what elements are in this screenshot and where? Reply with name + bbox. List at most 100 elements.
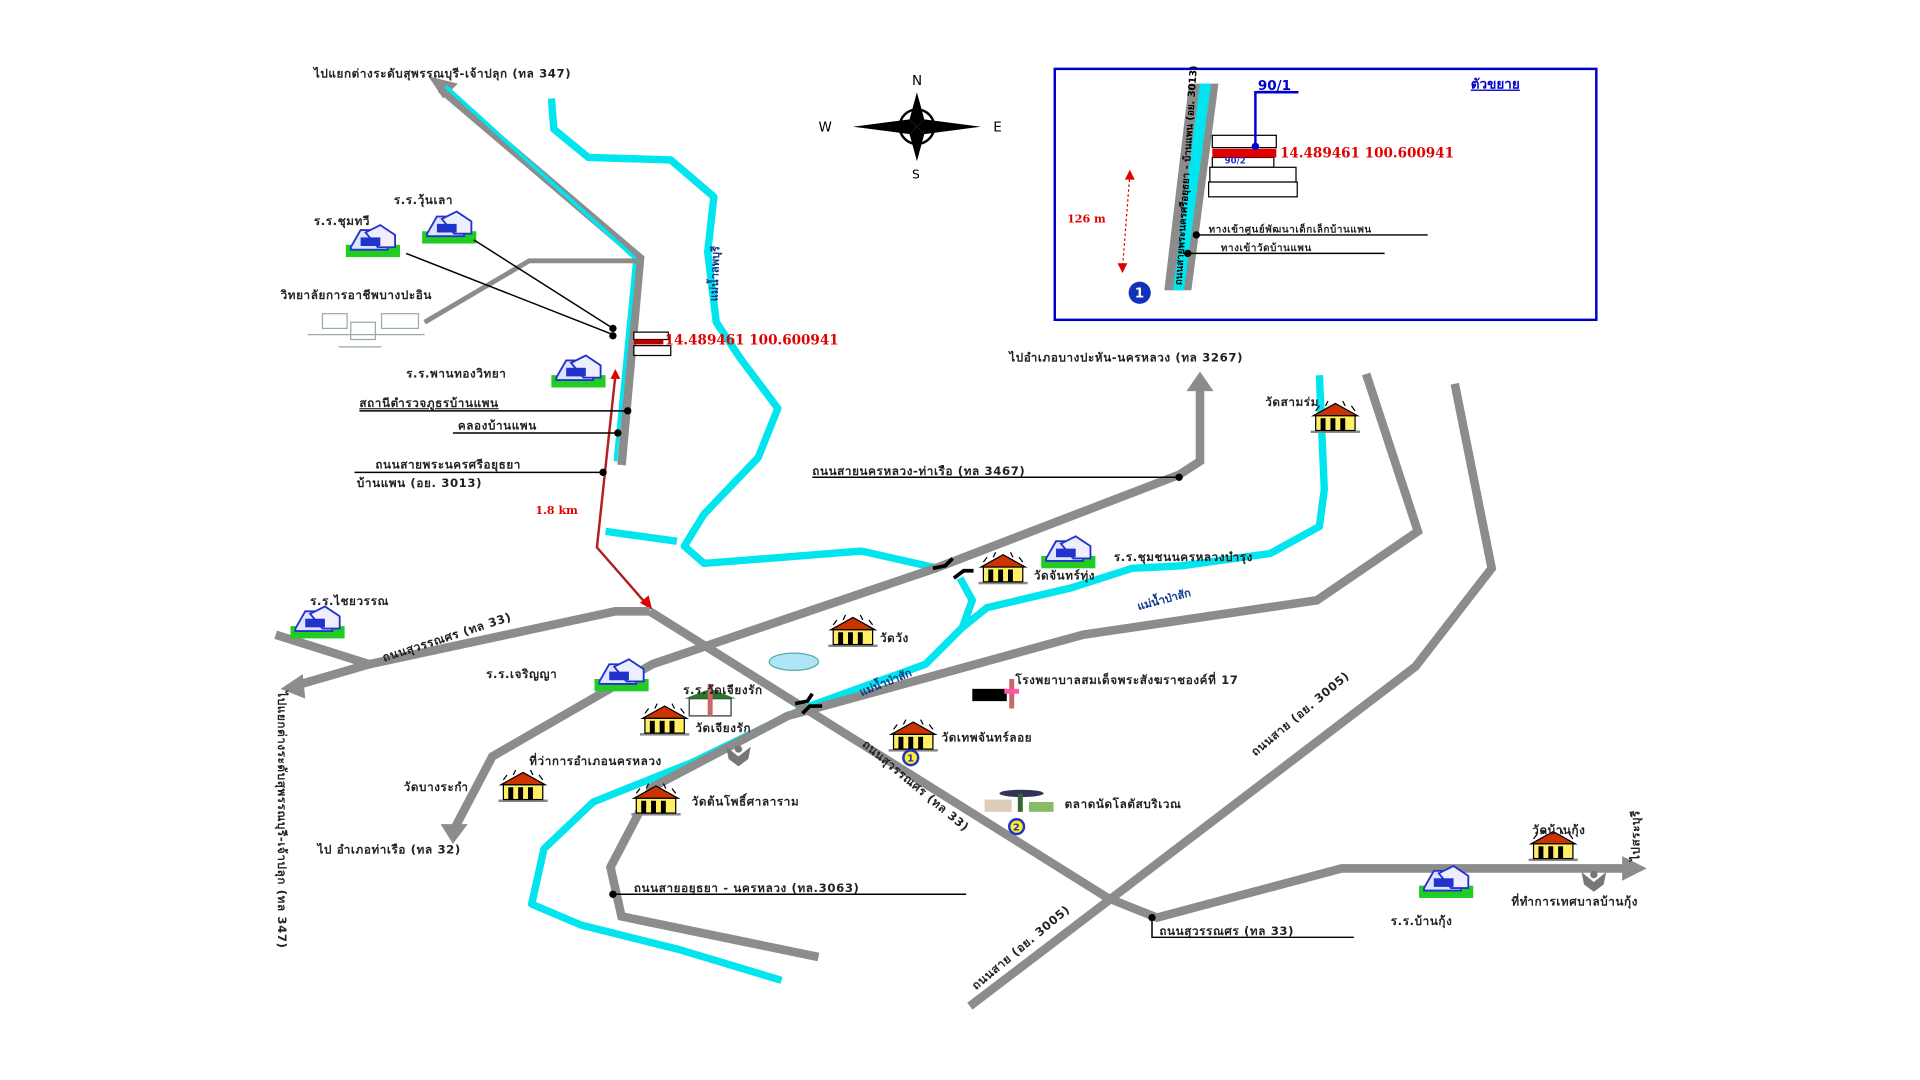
- label-police-station: สถานีตำรวจภูธรบ้านแพน: [359, 396, 498, 411]
- label-office-bankung: ที่ทำการเทศบาลบ้านกุ้ง: [1511, 892, 1638, 909]
- compass-north: N: [912, 73, 922, 89]
- label-to-route-32: ไป อำเภอท่าเรือ (ทล 32): [316, 842, 461, 857]
- school-icon: [289, 605, 346, 640]
- temple-icon: [977, 551, 1029, 585]
- label-road-3005-a: ถนนสาย (อย. 3005): [1248, 669, 1352, 759]
- label-road-33-south: ถนนสุวรรณศร (ทล 33): [1159, 924, 1294, 939]
- label-temple-wang: วัดวัง: [880, 631, 909, 645]
- label-temple-bankung: วัดบ้านกุ้ง: [1532, 823, 1585, 838]
- temple-icon: [497, 769, 549, 803]
- road-3005: [967, 382, 1497, 1010]
- pond-icon: [768, 652, 820, 672]
- label-school-chaiwan: ร.ร.ไชยวรรณ: [310, 593, 389, 608]
- inset-marker-number: 1: [1135, 286, 1144, 302]
- label-to-route-347-north: ไปแยกต่างระดับสุพรรณบุรี-เจ้าปลุก (ทล 34…: [312, 65, 571, 81]
- label-road-3005-b: ถนนสาย (อย. 3005): [969, 902, 1073, 992]
- label-temple-chan: วัดจันทร์ทุ่ง: [1034, 568, 1095, 583]
- road-west-branch: [274, 630, 371, 669]
- school-icon: [593, 658, 650, 693]
- label-coordinates: 14.489461 100.600941: [665, 332, 839, 348]
- road-arrow-south-west: [440, 824, 468, 844]
- house-number-leader: [1254, 91, 1299, 146]
- inset-house-number-2: 90/2: [1225, 157, 1246, 167]
- map-labels: ไปแยกต่างระดับสุพรรณบุรี-เจ้าปลุก (ทล 34…: [274, 65, 1643, 992]
- label-school-charoen: ร.ร.เจริญญา: [486, 667, 557, 681]
- inset-marker: [1128, 281, 1151, 304]
- inset-coordinates: 14.489461 100.600941: [1280, 145, 1454, 161]
- label-to-route-347-west: ไปแยกต่างระดับสุพรรณบุรี-เจ้าปลุก (ทล 34…: [274, 689, 290, 948]
- inset-distance: 126 m: [1067, 213, 1106, 226]
- marker-2-icon: [1008, 817, 1026, 836]
- college-building-icon: [307, 313, 425, 348]
- label-school-wat: ร.ร.วัดเจียงรัก: [683, 683, 763, 697]
- label-canal-junction: คลองบ้านแพน: [458, 418, 537, 432]
- target-building: [1212, 148, 1277, 158]
- inset-map: ตัวขยาย ถนนสายพระนครศรีอยุธยา - บ้านแพน …: [1053, 65, 1598, 322]
- temple-icon: [887, 718, 939, 753]
- inset-label-1: ทางเข้าศูนย์พัฒนาเด็กเล็กบ้านแพน: [1209, 222, 1372, 236]
- label-road-3013-line2: บ้านแพน (อย. 3013): [357, 476, 482, 490]
- label-school-2: ร.ร.วุ้นเลา: [394, 193, 453, 208]
- compass-east: E: [993, 120, 1002, 136]
- label-hospital: โรงพยาบาลสมเด็จพระสังฆราชองค์ที่ 17: [1014, 671, 1238, 687]
- river-link: [605, 527, 678, 545]
- garuda-emblem-icon: [1581, 870, 1607, 892]
- label-distance: 1.8 km: [535, 504, 578, 517]
- compass-south: S: [912, 167, 920, 181]
- inset-buildings: [1208, 134, 1298, 198]
- rivers: [528, 98, 1328, 984]
- label-temple-south: วัดต้นโพธิ์ศาลาราม: [692, 793, 800, 809]
- inset-house-number: 90/1: [1258, 78, 1291, 94]
- compass-west: W: [818, 120, 831, 136]
- school-icon: [550, 354, 607, 389]
- label-river-pasak-2: แม่น้ำป่าสัก: [857, 664, 914, 699]
- hospital-icon: [972, 678, 1020, 709]
- label-school-1: ร.ร.ชุมทวี: [314, 214, 370, 229]
- label-college: วิทยาลัยการอาชีพบางปะอิน: [280, 288, 432, 302]
- road-3063: [605, 372, 1423, 962]
- temple-icon: [630, 782, 682, 817]
- road-arrow-north: [428, 76, 458, 99]
- road-33-se: [647, 607, 1631, 923]
- label-temple-bangrakam: วัดบางระกำ: [404, 780, 469, 794]
- river-north: [547, 98, 939, 572]
- label-school-bankung: ร.ร.บ้านกุ้ง: [1391, 914, 1453, 929]
- label-road-3013-line1: ถนนสายพระนครศรีอยุธยา: [375, 458, 521, 473]
- label-district-office: ที่ว่าการอำเภอนครหลวง: [529, 752, 662, 768]
- label-school-4: ร.ร.พานทองวิทยา: [406, 367, 506, 381]
- label-to-route-3267: ไปอำเภอบางปะหัน-นครหลวง (ทล 3267): [1007, 350, 1243, 365]
- label-road-3467: ถนนสายนครหลวง-ท่าเรือ (ทล 3467): [812, 464, 1025, 478]
- market-icon: [984, 789, 1054, 812]
- compass: N E S W: [818, 73, 1001, 181]
- route-arrow: [640, 595, 653, 611]
- inset-title: ตัวขยาย: [1471, 77, 1520, 93]
- label-temple-chiang: วัดเจียงรัก: [695, 721, 751, 735]
- bridge-icon: [794, 557, 974, 715]
- school-icon: [421, 210, 478, 245]
- inset-label-2: ทางเข้าวัดบ้านแพน: [1221, 242, 1312, 254]
- marker-2-number: 2: [1013, 822, 1020, 833]
- school-icon: [1040, 535, 1097, 570]
- road-arrow-west: [280, 674, 306, 699]
- label-school-community: ร.ร.ชุมชนนครหลวงบำรุง: [1114, 550, 1253, 565]
- label-market: ตลาดนัดโลตัสบริเวณ: [1065, 796, 1182, 811]
- label-to-saraburi: ไปสระบุรี: [1627, 810, 1643, 863]
- temple-icon: [639, 702, 690, 737]
- inset-distance-line: [1121, 174, 1131, 269]
- river-east: [960, 375, 1328, 631]
- label-road-3063: ถนนสายอยุธยา - นครหลวง (ทล.3063): [634, 881, 860, 896]
- road-arrow-north-east: [1186, 371, 1214, 392]
- label-temple-thep: วัดเทพจันทร์ลอย: [942, 731, 1033, 745]
- road-arrow-east: [1622, 856, 1647, 881]
- school-icon: [344, 224, 401, 259]
- label-river-pasak-1: แม่น้ำป่าสัก: [1135, 583, 1192, 613]
- label-river-north: แม่น้ำลพบุรี: [705, 246, 724, 302]
- road-33-west: [291, 607, 650, 691]
- temple-icon: [827, 614, 879, 648]
- road-branch: [423, 258, 640, 325]
- marker-1-icon: [902, 749, 920, 767]
- label-temple-samrom: วัดสามร่ม: [1265, 395, 1319, 409]
- target-location-icon: [633, 331, 672, 357]
- school-building-icon: [684, 683, 736, 717]
